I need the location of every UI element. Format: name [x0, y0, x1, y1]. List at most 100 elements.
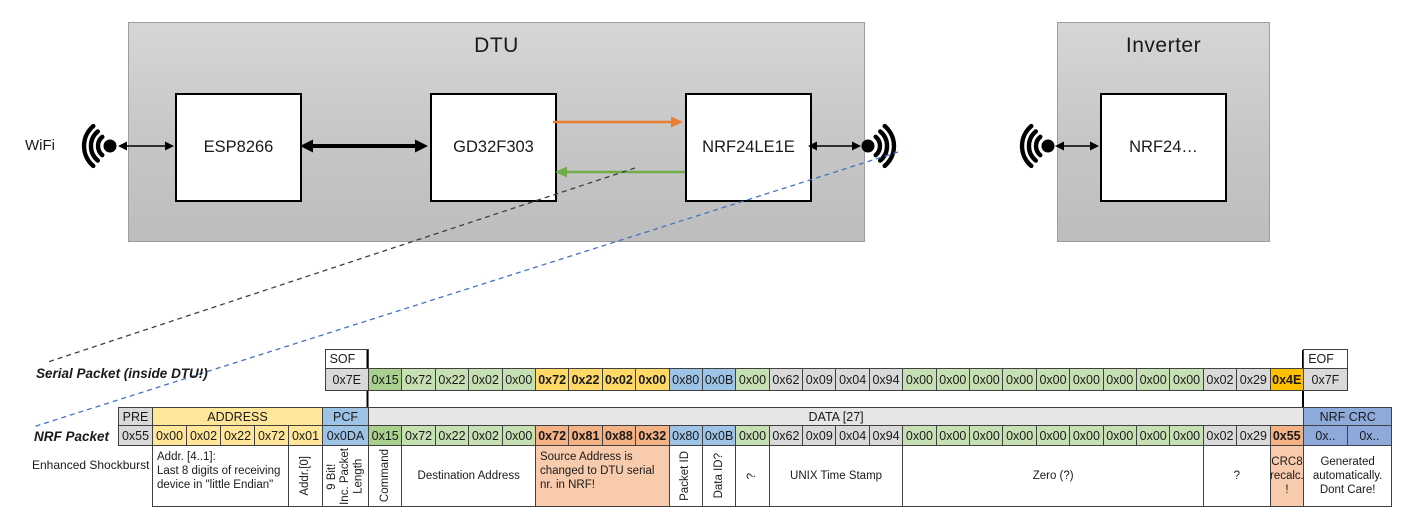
byte-cell: 0x88 [601, 425, 637, 446]
byte-cell: 0x0DA [322, 425, 369, 446]
byte-cell: 0x4E [1269, 368, 1304, 391]
byte-cell: 0x00 [969, 368, 1004, 391]
dtu-title: DTU [474, 34, 519, 57]
byte-cell: 0x94 [868, 368, 904, 391]
byte-cell: 0x00 [501, 368, 536, 391]
byte-cell: 0x00 [1102, 425, 1137, 446]
byte-cell: 0x15 [367, 368, 403, 391]
annotation-cell: Generated automatically. Dont Care! [1303, 445, 1393, 507]
annotation-cell: Addr.[0] [288, 445, 323, 507]
byte-cell: 0x81 [568, 425, 603, 446]
byte-cell: 0x02 [468, 368, 503, 391]
byte-cell: 0x00 [1169, 425, 1204, 446]
byte-cell: 0x22 [434, 368, 470, 391]
annotation-cell: 9 Bit! Inc. Packet Length [322, 445, 369, 507]
byte-cell: 0x22 [434, 425, 470, 446]
annotation-cell: ? [735, 445, 770, 507]
byte-cell: 0x00 [1035, 425, 1071, 446]
annotation-cell: Command [368, 445, 403, 507]
byte-cell: 0x72 [401, 425, 436, 446]
byte-cell: 0x02 [601, 368, 637, 391]
byte-cell: 0x55 [1269, 425, 1304, 446]
eof-header-cell: EOF [1303, 349, 1349, 369]
annotation-cell: Source Address is changed to DTU serial … [534, 445, 670, 507]
annotation-cell: CRC8 recalc. ! [1269, 445, 1305, 507]
byte-cell: 0x00 [1035, 368, 1071, 391]
byte-cell: 0x00 [635, 368, 670, 391]
byte-cell: 0x72 [401, 368, 436, 391]
byte-cell: 0x80 [668, 425, 703, 446]
annotation-cell: Destination Address [401, 445, 536, 507]
field-header-cell: DATA [27] [368, 407, 1305, 426]
annotation-cell: Packet ID [668, 445, 703, 507]
byte-cell: 0x29 [1236, 425, 1271, 446]
annotation-cell: Zero (?) [902, 445, 1204, 507]
byte-cell: 0x72 [534, 368, 570, 391]
byte-cell: 0x00 [935, 368, 971, 391]
field-header-cell: NRF CRC [1303, 407, 1393, 426]
byte-cell: 0x02 [468, 425, 503, 446]
byte-cell: 0x00 [1102, 368, 1137, 391]
annotation-cell: ? [1202, 445, 1271, 507]
byte-cell: 0x00 [1002, 368, 1037, 391]
byte-cell: 0x00 [902, 425, 937, 446]
field-header-cell: PRE [118, 407, 153, 426]
byte-cell: 0x62 [768, 368, 804, 391]
byte-cell: 0x02 [186, 425, 221, 446]
byte-cell: 0x01 [288, 425, 323, 446]
field-header-cell: PCF [322, 407, 369, 426]
byte-cell: 0x0B [701, 368, 737, 391]
annotation-cell: UNIX Time Stamp [768, 445, 904, 507]
byte-cell: 0x00 [735, 368, 770, 391]
enhanced-shockburst-label: Enhanced Shockburst [32, 458, 150, 472]
byte-cell: 0x.. [1346, 425, 1392, 446]
byte-cell: 0x00 [969, 425, 1004, 446]
byte-cell: 0x0B [701, 425, 737, 446]
byte-cell: 0x72 [254, 425, 289, 446]
chip-nrf24le1e: NRF24LE1E [685, 93, 812, 202]
byte-cell: 0x22 [220, 425, 255, 446]
byte-cell: 0x00 [935, 425, 971, 446]
wifi-label: WiFi [25, 137, 55, 154]
byte-cell: 0x7E [324, 368, 369, 391]
chip-inverter-nrf24: NRF24… [1100, 93, 1227, 202]
byte-cell: 0x00 [1169, 368, 1204, 391]
wifi-icon-dtu-right [861, 123, 897, 169]
byte-cell: 0x94 [868, 425, 904, 446]
byte-cell: 0x00 [1002, 425, 1037, 446]
byte-cell: 0x09 [802, 368, 837, 391]
byte-cell: 0x72 [534, 425, 570, 446]
wifi-icon-dtu-left [81, 123, 117, 169]
byte-cell: 0x55 [118, 425, 153, 446]
chip-gd32f303: GD32F303 [430, 93, 557, 202]
byte-cell: 0x29 [1236, 368, 1271, 391]
byte-cell: 0x15 [368, 425, 403, 446]
inverter-container-box: Inverter [1057, 22, 1270, 242]
sof-header-cell: SOF [324, 349, 369, 369]
chip-esp8266: ESP8266 [175, 93, 302, 202]
byte-cell: 0x7F [1302, 368, 1348, 391]
byte-cell: 0x00 [501, 425, 536, 446]
annotation-cell: Data ID? [701, 445, 737, 507]
field-header-cell: ADDRESS [152, 407, 323, 426]
byte-cell: 0x04 [835, 425, 870, 446]
byte-cell: 0x00 [735, 425, 770, 446]
nrf-packet-label: NRF Packet [34, 429, 110, 444]
byte-cell: 0x04 [835, 368, 870, 391]
byte-cell: 0x.. [1302, 425, 1348, 446]
byte-cell: 0x00 [1069, 368, 1104, 391]
byte-cell: 0x02 [1202, 368, 1238, 391]
wifi-icon-inverter [1019, 123, 1055, 169]
byte-cell: 0x32 [635, 425, 670, 446]
inverter-title: Inverter [1125, 34, 1202, 57]
nrf-packet-annotation-row: Addr. [4..1]: Last 8 digits of receiving… [152, 445, 1393, 507]
byte-cell: 0x62 [768, 425, 804, 446]
byte-cell: 0x00 [152, 425, 187, 446]
byte-cell: 0x00 [1069, 425, 1104, 446]
annotation-cell: Addr. [4..1]: Last 8 digits of receiving… [152, 445, 289, 507]
byte-cell: 0x80 [668, 368, 703, 391]
